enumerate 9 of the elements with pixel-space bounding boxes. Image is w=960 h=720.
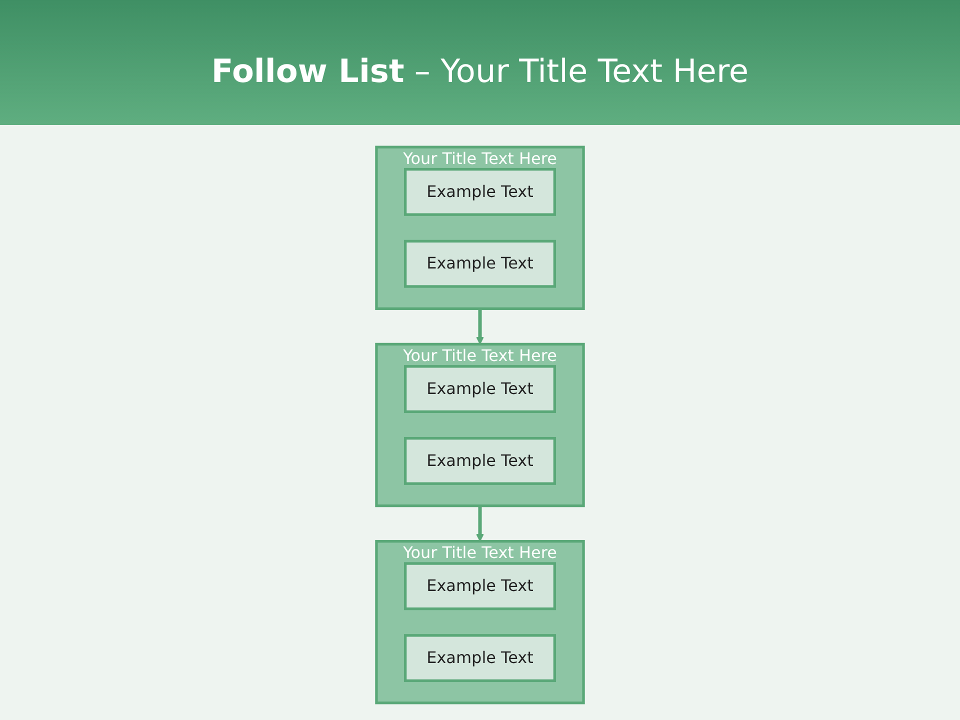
node-box: Example Text [404, 168, 556, 216]
node-box: Example Text [404, 634, 556, 682]
arrow [476, 506, 484, 542]
arrow [476, 308, 484, 345]
slide-title: Follow List – Your Title Text Here [211, 52, 749, 90]
node-box: Example Text [404, 365, 556, 414]
node-box: Example Text [404, 562, 556, 610]
node-box: Example Text [404, 240, 556, 288]
node-box: Example Text [404, 436, 556, 485]
